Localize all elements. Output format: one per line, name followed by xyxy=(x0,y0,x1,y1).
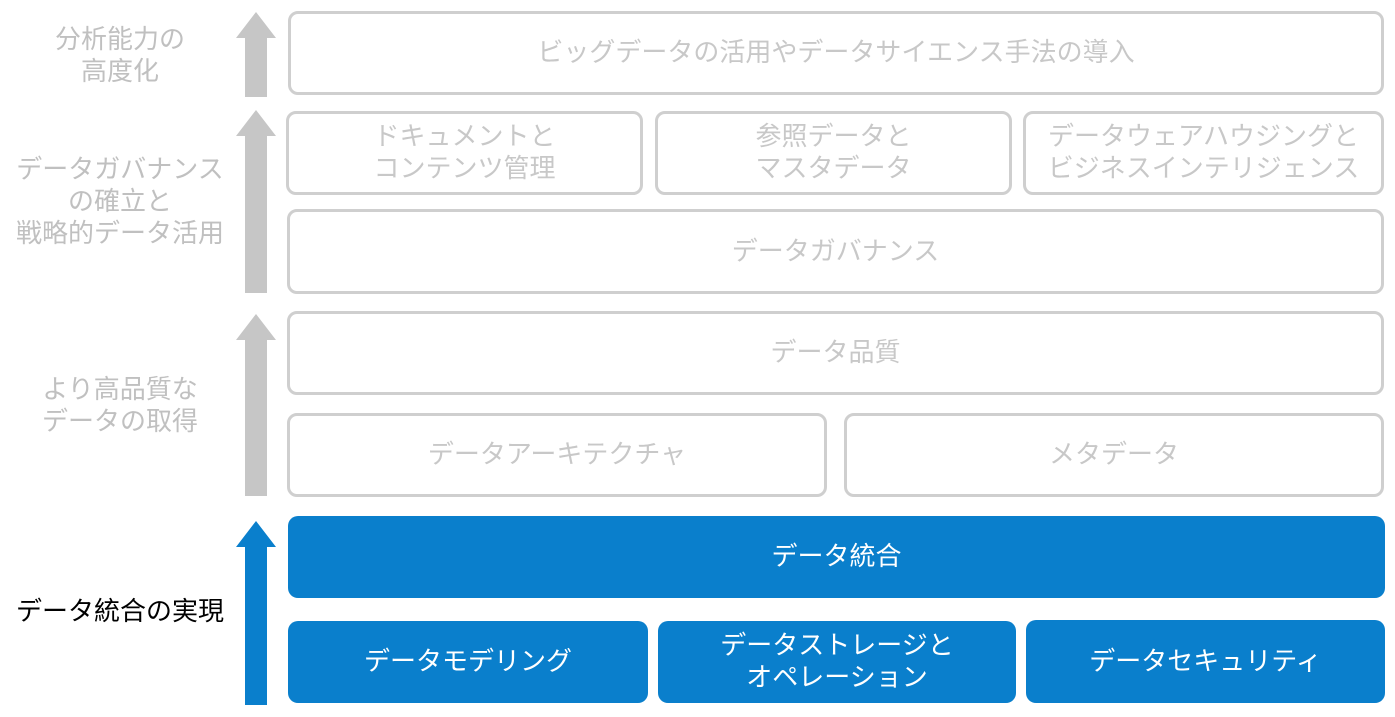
arrow-up-icon xyxy=(236,314,276,496)
box-dw-bi: データウェアハウジングと ビジネスインテリジェンス xyxy=(1023,111,1384,195)
arrow-up-active-icon xyxy=(236,521,276,705)
box-data-quality: データ品質 xyxy=(287,311,1384,395)
box-data-governance: データガバナンス xyxy=(287,209,1384,294)
box-storage-operations: データストレージと オペレーション xyxy=(658,621,1016,703)
box-data-modeling: データモデリング xyxy=(288,621,648,703)
box-reference-master-data: 参照データと マスタデータ xyxy=(655,111,1012,195)
level-label-analytics: 分析能力の 高度化 xyxy=(54,25,185,87)
box-documents-content: ドキュメントと コンテンツ管理 xyxy=(286,111,643,195)
box-data-architecture: データアーキテクチャ xyxy=(287,413,827,497)
level-label-quality: より高品質な データの取得 xyxy=(41,375,198,437)
box-data-integration: データ統合 xyxy=(288,516,1385,598)
box-data-security: データセキュリティ xyxy=(1026,620,1385,703)
box-metadata: メタデータ xyxy=(844,413,1384,497)
arrow-up-icon xyxy=(236,12,276,97)
level-label-governance: データガバナンス の確立と 戦略的データ活用 xyxy=(15,155,224,249)
box-big-data-science: ビッグデータの活用やデータサイエンス手法の導入 xyxy=(288,11,1384,95)
arrow-up-icon xyxy=(236,110,276,293)
level-label-integration: データ統合の実現 xyxy=(15,597,224,627)
